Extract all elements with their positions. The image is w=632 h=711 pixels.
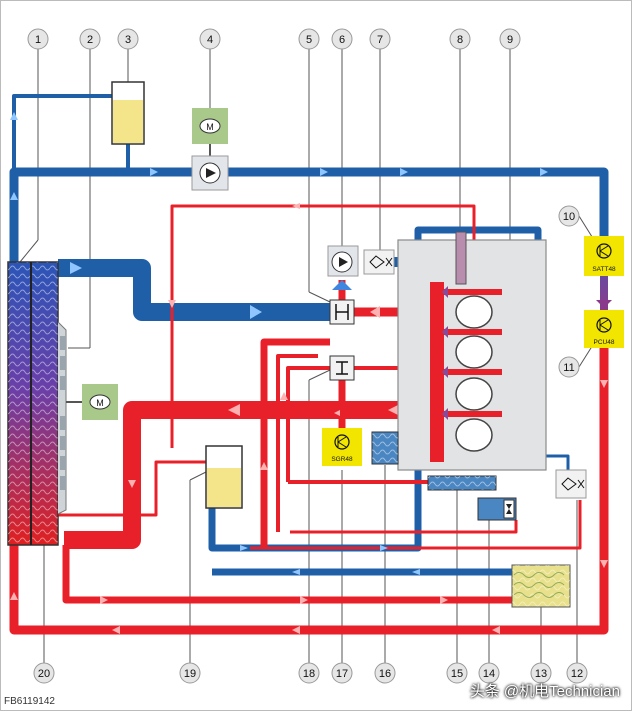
callout-4: 4 <box>199 28 221 50</box>
callouts: 1 2 3 4 5 6 7 8 9 10 11 12 13 14 15 16 1… <box>27 28 588 684</box>
satt-label: SATT48 <box>592 266 616 273</box>
svg-text:8: 8 <box>457 34 463 46</box>
callout-19: 19 <box>179 662 201 684</box>
electric-coolant-pump: M <box>191 108 229 191</box>
svg-text:1: 1 <box>35 34 41 46</box>
callout-13: 13 <box>530 662 552 684</box>
callout-7: 7 <box>369 28 391 50</box>
callout-18: 18 <box>298 662 320 684</box>
electric-fan: M <box>57 321 118 515</box>
svg-text:9: 9 <box>507 34 513 46</box>
motor-m-glyph: M <box>96 398 104 408</box>
svg-text:4: 4 <box>207 34 213 46</box>
coolant-reservoir <box>205 445 243 509</box>
watermark: 头条 @机电Technician <box>469 683 620 700</box>
callout-3: 3 <box>117 28 139 50</box>
svg-text:13: 13 <box>535 668 547 680</box>
pcu-label: PCU48 <box>594 339 615 346</box>
leader-lines <box>19 48 597 673</box>
radiator <box>7 261 59 546</box>
oil-heat-exchanger <box>371 431 399 465</box>
svg-text:7: 7 <box>377 34 383 46</box>
map-thermostat <box>329 299 355 325</box>
callout-5: 5 <box>298 28 320 50</box>
callout-12: 12 <box>566 662 588 684</box>
auxiliary-cooler <box>477 497 517 521</box>
svg-text:6: 6 <box>339 34 345 46</box>
sgr-unit <box>322 428 362 466</box>
svg-text:14: 14 <box>483 668 495 680</box>
svg-text:18: 18 <box>303 668 315 680</box>
heater-core <box>511 564 571 608</box>
callout-14: 14 <box>478 662 500 684</box>
svg-text:16: 16 <box>379 668 391 680</box>
callout-15: 15 <box>446 662 468 684</box>
engine-block <box>397 231 547 471</box>
mechanical-coolant-pump <box>327 245 359 290</box>
sgr-label: SGR48 <box>331 456 353 463</box>
satt-pcu-link <box>600 276 608 310</box>
svg-text:3: 3 <box>125 34 131 46</box>
svg-text:2: 2 <box>87 34 93 46</box>
svg-text:M: M <box>206 122 214 132</box>
expansion-tank <box>111 81 145 145</box>
hot-flow-arrows <box>10 203 608 634</box>
callout-11: 11 <box>558 356 580 378</box>
satt-unit <box>584 236 624 276</box>
callout-16: 16 <box>374 662 396 684</box>
svg-text:12: 12 <box>571 668 583 680</box>
svg-text:20: 20 <box>38 668 50 680</box>
svg-text:17: 17 <box>336 668 348 680</box>
callout-20: 20 <box>33 662 55 684</box>
hot-coolant-pipes <box>9 204 609 635</box>
svg-text:10: 10 <box>563 211 575 223</box>
callout-10: 10 <box>558 205 580 227</box>
exhaust-cooler <box>427 475 497 491</box>
callout-6: 6 <box>331 28 353 50</box>
thermostat-valve <box>329 355 355 381</box>
callout-1: 1 <box>27 28 49 50</box>
figure-code: FB6119142 <box>4 696 55 707</box>
pcu-unit <box>584 310 624 348</box>
callout-9: 9 <box>499 28 521 50</box>
svg-text:15: 15 <box>451 668 463 680</box>
callout-8: 8 <box>449 28 471 50</box>
electric-valve-heater <box>555 469 587 499</box>
callout-2: 2 <box>79 28 101 50</box>
svg-text:19: 19 <box>184 668 196 680</box>
svg-text:11: 11 <box>563 362 574 374</box>
electric-valve-top <box>363 249 395 275</box>
callout-17: 17 <box>331 662 353 684</box>
svg-text:5: 5 <box>306 34 312 46</box>
